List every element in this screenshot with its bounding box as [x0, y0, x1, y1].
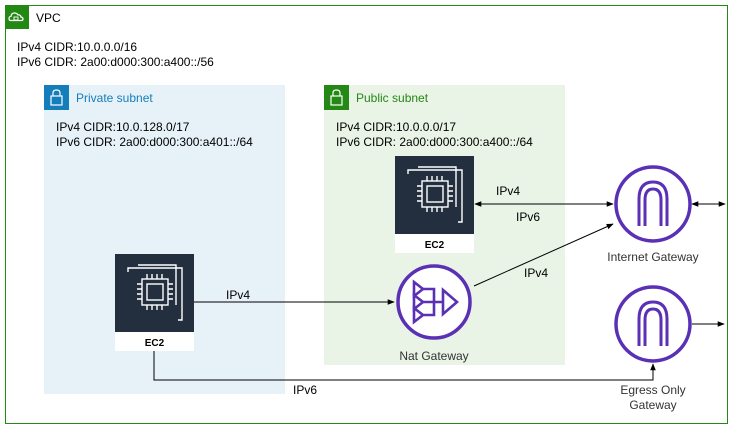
egress-only-gateway-icon	[614, 285, 692, 363]
edge-label-private-to-nat: IPv4	[226, 288, 250, 302]
vpc-border	[5, 5, 728, 424]
internet-gateway-icon	[614, 165, 692, 243]
internet-gateway-label: Internet Gateway	[607, 250, 698, 264]
lock-icon	[44, 85, 69, 110]
public-ec2-label: EC2	[425, 240, 445, 251]
cloud-lock-icon	[5, 5, 29, 29]
vpc-group: VPC IPv4 CIDR:10.0.0.0/16 IPv6 CIDR: 2a0…	[5, 5, 728, 424]
edge-private-ec2-to-egress	[153, 351, 656, 381]
vpc-title: VPC	[36, 11, 61, 25]
lock-icon	[324, 85, 349, 110]
vpc-ipv6-cidr: IPv6 CIDR: 2a00:d000:300:a400::/56	[17, 55, 214, 69]
nat-arrows-icon	[412, 279, 459, 325]
public-subnet-ipv4-cidr: IPv4 CIDR:10.0.0.0/17	[336, 120, 456, 134]
vpc-ipv4-cidr: IPv4 CIDR:10.0.0.0/16	[17, 40, 137, 54]
internet-gateway[interactable]: Internet Gateway	[607, 165, 699, 264]
private-subnet-title: Private subnet	[76, 91, 153, 105]
gateway-arch-icon	[637, 300, 669, 346]
edge-label-public-ec2-ipv6: IPv6	[516, 210, 540, 224]
public-ec2-instance[interactable]: EC2	[395, 156, 474, 253]
edges	[153, 201, 726, 381]
private-subnet-ipv6-cidr: IPv6 CIDR: 2a00:d000:300:a401::/64	[56, 135, 253, 149]
edge-label-nat-to-igw: IPv4	[524, 266, 548, 280]
egress-gateway-label-line2: Gateway	[629, 398, 676, 412]
private-ec2-instance[interactable]: EC2	[115, 254, 194, 351]
edge-label-private-to-egress: IPv6	[293, 383, 317, 397]
egress-only-gateway[interactable]: Egress Only Gateway	[614, 285, 692, 412]
public-subnet-title: Public subnet	[356, 91, 429, 105]
gateway-arch-icon	[637, 180, 669, 226]
private-subnet-ipv4-cidr: IPv4 CIDR:10.0.128.0/17	[56, 120, 190, 134]
nat-gateway-label: Nat Gateway	[399, 349, 468, 363]
ec2-chip-icon	[127, 264, 183, 321]
public-subnet-ipv6-cidr: IPv6 CIDR: 2a00:d000:300:a400::/64	[336, 135, 533, 149]
nat-gateway[interactable]: Nat Gateway	[396, 264, 472, 363]
ec2-chip-icon	[407, 166, 463, 223]
edge-nat-to-igw	[473, 223, 614, 287]
edge-label-public-ec2-ipv4: IPv4	[496, 184, 520, 198]
egress-gateway-label-line1: Egress Only	[620, 383, 685, 397]
private-ec2-label: EC2	[145, 338, 165, 349]
